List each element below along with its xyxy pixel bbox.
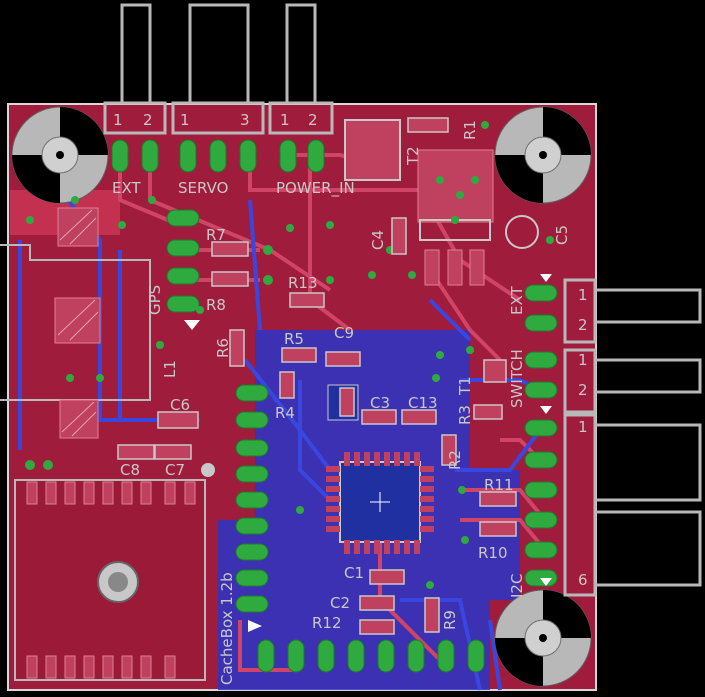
c8-label: C8: [120, 461, 140, 479]
switch-pin1-label: 1: [578, 351, 588, 369]
t2-package: [344, 119, 401, 181]
ext-right-pin2-label: 2: [578, 316, 588, 334]
servo-pin1-label: 1: [180, 111, 190, 129]
mounting-hole-top-left: [11, 106, 109, 204]
gps-module-outline: [0, 244, 151, 401]
fiducial: [201, 463, 215, 477]
switch-pin2-label: 2: [578, 381, 588, 399]
r7-label: R7: [206, 226, 226, 244]
mounting-hole-top-right: [494, 106, 592, 204]
c9-label: C9: [334, 324, 354, 342]
gps-label: GPS: [146, 285, 164, 315]
vias: [25, 121, 554, 589]
holder-center-inner: [108, 572, 128, 592]
c4-label: C4: [369, 230, 387, 250]
left-header-pads: [235, 384, 269, 613]
gps-pads: [54, 207, 101, 439]
c7-label: C7: [165, 461, 185, 479]
r12-label: R12: [312, 614, 342, 632]
r8-label: R8: [206, 296, 226, 314]
board-version-label: CacheBox 1.2b: [218, 572, 236, 685]
servo-pin3-label: 3: [240, 111, 250, 129]
r10-label: R10: [478, 544, 508, 562]
r6-label: R6: [214, 338, 232, 358]
gps-header-pads: [166, 209, 200, 313]
header-pads-top: [111, 139, 325, 173]
ext-right-label: EXT: [508, 286, 526, 315]
ext-right-pin1-label: 1: [578, 286, 588, 304]
t2-label: T2: [404, 146, 422, 166]
r4-label: R4: [275, 404, 295, 422]
c5-label: C5: [553, 225, 571, 245]
r9-label: R9: [441, 610, 459, 630]
power-pin1-label: 1: [280, 111, 290, 129]
ext-top-pin1-label: 1: [113, 111, 123, 129]
c3-label: C3: [370, 394, 390, 412]
power-pin2-label: 2: [308, 111, 318, 129]
t1-label: T1: [456, 376, 474, 396]
r5-label: R5: [284, 330, 304, 348]
ext-top-pin2-label: 2: [143, 111, 153, 129]
r1-label: R1: [461, 120, 479, 140]
c6-label: C6: [170, 396, 190, 414]
c13-label: C13: [408, 394, 438, 412]
l1-label: L1: [161, 360, 179, 378]
c1-label: C1: [344, 564, 364, 582]
r13-label: R13: [288, 274, 318, 292]
i2c-pin1-label: 1: [578, 418, 588, 436]
right-header-pads: [524, 284, 558, 587]
i2c-pin6-label: 6: [578, 571, 588, 589]
mcu-chip: [326, 452, 434, 554]
direction-arrows: [184, 274, 552, 632]
mounting-hole-bottom-right: [494, 589, 592, 687]
regulator-leg-pads: [424, 249, 485, 286]
bottom-header-pads: [257, 639, 485, 673]
smd-parts: [117, 117, 517, 635]
ext-top-label: EXT: [112, 179, 141, 197]
connector-housings-top: [103, 3, 334, 135]
c2-label: C2: [330, 594, 350, 612]
switch-label: SWITCH: [508, 349, 526, 408]
regulator-tab-pad: [417, 149, 494, 223]
power-in-label: POWER_IN: [276, 179, 355, 198]
i2c-label: I2C: [508, 574, 526, 598]
servo-label: SERVO: [178, 179, 228, 197]
r3-label: R3: [456, 405, 474, 425]
holder-pad-rows: [26, 481, 196, 679]
r2-label: R2: [446, 450, 464, 470]
gps-pad-hatch: [57, 209, 99, 437]
r11-label: R11: [484, 476, 514, 494]
c5-outline: [505, 215, 539, 249]
connector-housings-right: [563, 278, 702, 597]
